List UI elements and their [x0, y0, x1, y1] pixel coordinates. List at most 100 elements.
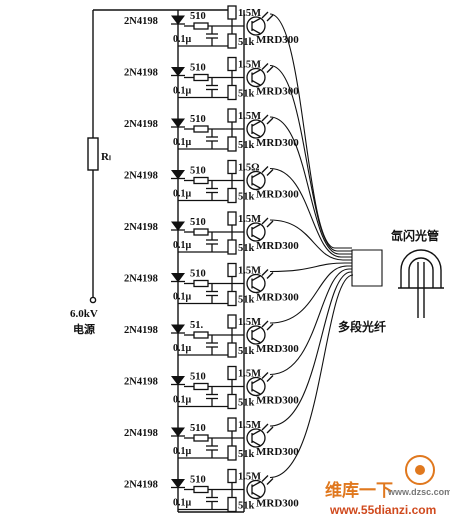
- fiber-label: 多段光纤: [338, 319, 386, 334]
- phototransistor-collector: [251, 171, 262, 179]
- phototransistor-collector: [251, 274, 262, 282]
- watermark-logo-dot-icon: [415, 465, 425, 475]
- phototransistor-collector: [251, 377, 262, 385]
- supply-section: [87, 9, 244, 513]
- resistor-1-5m-label: 1.5M: [238, 420, 261, 431]
- scr-label: 2N4198: [124, 222, 158, 233]
- scr-label: 2N4198: [124, 68, 158, 79]
- resistor-1-5m: [227, 5, 237, 20]
- gate-resistor: [193, 331, 209, 339]
- resistor-51k-label: 51k: [238, 140, 255, 151]
- phototransistor-emitter: [251, 440, 262, 447]
- stage-3: 2N4198 510 0.1μ 51k 1.5M MRD300: [124, 108, 299, 152]
- gate-resistor-label: 510: [190, 423, 206, 434]
- phototransistor-emitter: [251, 131, 262, 138]
- gate-resistor-label: 510: [190, 114, 206, 125]
- phototransistor-collector: [251, 68, 262, 76]
- resistor-1-5m-label: 1.5M: [238, 111, 261, 122]
- phototransistor-collector: [251, 429, 262, 436]
- phototransistor-emitter: [251, 234, 262, 241]
- resistor-51k: [227, 33, 237, 49]
- resistor-51k-label: 51k: [238, 192, 255, 203]
- detector-label: MRD300: [256, 498, 299, 510]
- light-arrow-icon: [266, 478, 274, 485]
- fiber-strand: [269, 274, 354, 479]
- fiber-loop: [351, 249, 383, 287]
- resistor-51k: [227, 290, 237, 307]
- light-arrow-icon: [266, 117, 274, 125]
- detector-label: MRD300: [256, 292, 299, 304]
- resistor-1-5m-label: 1.5M: [238, 8, 261, 19]
- detector-label: MRD300: [256, 137, 299, 149]
- light-arrow-icon: [261, 166, 269, 173]
- scr-label: 2N4198: [124, 171, 158, 182]
- scr-label: 2N4198: [124, 428, 158, 439]
- detector-label: MRD300: [256, 446, 299, 458]
- detector-label: MRD300: [256, 34, 299, 46]
- gate-resistor: [193, 176, 209, 185]
- light-arrow-icon: [261, 217, 269, 225]
- load-resistor-label: Rₗ: [101, 151, 111, 163]
- scr-icon: [171, 376, 185, 386]
- light-arrow-icon: [261, 320, 269, 328]
- phototransistor-collector: [251, 17, 262, 24]
- phototransistor-collector: [251, 223, 262, 230]
- light-arrow-icon: [266, 220, 274, 228]
- scr-label: 2N4198: [124, 377, 158, 388]
- light-arrow-icon: [261, 372, 269, 379]
- light-arrow-icon: [261, 269, 269, 276]
- watermark-logo-icon: [405, 455, 435, 485]
- light-arrow-icon: [261, 63, 269, 70]
- capacitor-label: 0.1μ: [173, 137, 192, 148]
- resistor-51k-label: 51k: [238, 37, 255, 48]
- fiber-strand: [269, 167, 352, 258]
- phototransistor-emitter: [251, 388, 262, 396]
- phototransistor-icon: [246, 479, 266, 500]
- detector-label: MRD300: [256, 343, 299, 355]
- scr-icon: [171, 221, 185, 231]
- light-arrow-icon: [266, 375, 274, 382]
- phototransistor-icon: [246, 119, 266, 139]
- load-resistor: [87, 137, 99, 171]
- gate-resistor-label: 510: [190, 166, 206, 177]
- resistor-51k-label: 51k: [238, 449, 255, 460]
- resistor-1-5m-label: 1.5M: [238, 317, 261, 328]
- scr-icon: [171, 170, 185, 180]
- scr-label: 2N4198: [124, 325, 158, 336]
- scr-label: 2N4198: [124, 16, 158, 27]
- gate-resistor: [193, 485, 209, 494]
- scr-label: 2N4198: [124, 119, 158, 130]
- resistor-51k-label: 51k: [238, 501, 255, 512]
- capacitor-label: 0.1μ: [173, 86, 192, 97]
- scr-icon: [171, 15, 185, 25]
- capacitor-label: 0.1μ: [173, 189, 192, 200]
- scr-label: 2N4198: [124, 480, 158, 491]
- phototransistor-emitter: [251, 337, 262, 344]
- phototransistor-icon: [246, 170, 266, 191]
- gate-resistor-label: 510: [190, 63, 206, 74]
- fiber-strand: [269, 219, 352, 261]
- resistor-1-5m: [227, 159, 237, 175]
- resistor-51k-label: 51k: [238, 295, 255, 306]
- resistor-51k: [227, 136, 237, 152]
- capacitor-label: 0.1μ: [173, 343, 192, 354]
- fiber-strand: [269, 64, 352, 252]
- light-arrow-icon: [266, 169, 274, 176]
- light-arrow-icon: [261, 114, 269, 122]
- gate-resistor-label: 510: [190, 372, 206, 383]
- watermark: 维库一下 www.dzsc.com www.55dianzi.com: [325, 455, 450, 517]
- fiber-strand: [269, 116, 352, 255]
- resistor-51k: [227, 496, 237, 513]
- resistor-51k-label: 51k: [238, 346, 255, 357]
- resistor-1-5m: [227, 108, 237, 123]
- phototransistor-icon: [246, 325, 266, 345]
- resistor-1-5m-label: 1.5M: [238, 214, 261, 225]
- watermark-site-a: www.dzsc.com: [387, 487, 450, 497]
- flash-tube: [398, 249, 444, 318]
- detector-label: MRD300: [256, 189, 299, 201]
- detector-label: MRD300: [256, 86, 299, 98]
